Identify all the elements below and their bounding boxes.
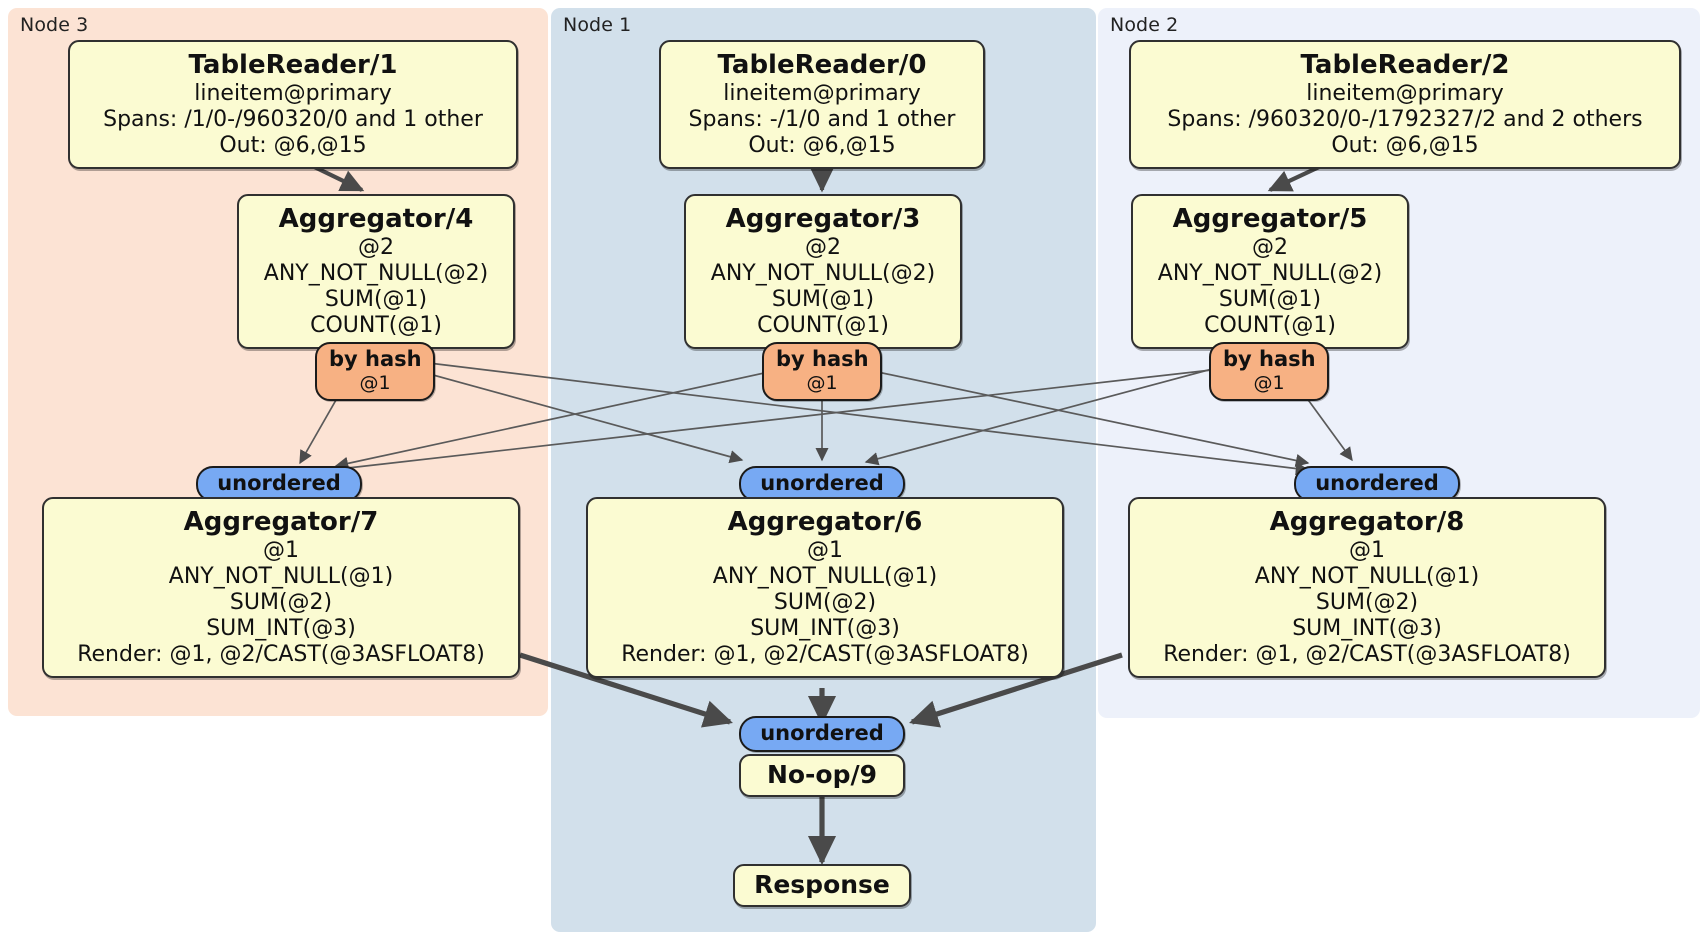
processor-detail: SUM(@2)	[773, 590, 877, 615]
processor-detail: Render: @1, @2/CAST(@3ASFLOAT8)	[621, 642, 1029, 667]
processor-title: Aggregator/5	[1172, 204, 1368, 234]
synchronizer-unordered-right[interactable]: unordered	[1294, 466, 1460, 502]
router-label: by hash	[1223, 347, 1316, 371]
router-by-hash-mid[interactable]: by hash @1	[762, 342, 882, 401]
processor-detail: lineitem@primary	[194, 81, 392, 106]
processor-detail: @1	[263, 538, 299, 563]
processor-aggregator-7[interactable]: Aggregator/7 @1 ANY_NOT_NULL(@1) SUM(@2)…	[42, 497, 520, 678]
processor-detail: @2	[1252, 235, 1288, 260]
processor-detail: Spans: -/1/0 and 1 other	[688, 107, 956, 132]
processor-detail: COUNT(@1)	[1204, 313, 1336, 338]
processor-title: No-op/9	[766, 760, 878, 789]
processor-detail: @2	[805, 235, 841, 260]
processor-detail: ANY_NOT_NULL(@2)	[1157, 261, 1383, 286]
processor-detail: COUNT(@1)	[757, 313, 889, 338]
processor-title: TableReader/0	[717, 50, 927, 80]
processor-detail: COUNT(@1)	[310, 313, 442, 338]
synchronizer-label: unordered	[760, 721, 884, 745]
router-by-hash-right[interactable]: by hash @1	[1209, 342, 1329, 401]
processor-aggregator-8[interactable]: Aggregator/8 @1 ANY_NOT_NULL(@1) SUM(@2)…	[1128, 497, 1606, 678]
processor-aggregator-3[interactable]: Aggregator/3 @2 ANY_NOT_NULL(@2) SUM(@1)…	[684, 194, 962, 349]
router-label: by hash	[329, 347, 422, 371]
processor-aggregator-5[interactable]: Aggregator/5 @2 ANY_NOT_NULL(@2) SUM(@1)…	[1131, 194, 1409, 349]
node-panel-label-node1: Node 1	[563, 14, 632, 36]
processor-detail: lineitem@primary	[1306, 81, 1504, 106]
synchronizer-unordered-final[interactable]: unordered	[739, 716, 905, 752]
synchronizer-label: unordered	[760, 471, 884, 495]
processor-detail: lineitem@primary	[723, 81, 921, 106]
processor-detail: SUM_INT(@3)	[206, 616, 356, 641]
processor-detail: Spans: /960320/0-/1792327/2 and 2 others	[1167, 107, 1643, 132]
processor-title: TableReader/1	[188, 50, 398, 80]
processor-detail: Out: @6,@15	[219, 133, 367, 158]
processor-detail: Spans: /1/0-/960320/0 and 1 other	[103, 107, 483, 132]
processor-no-op-9[interactable]: No-op/9	[739, 754, 905, 797]
router-label: by hash	[776, 347, 869, 371]
router-sublabel: @1	[359, 372, 391, 394]
processor-aggregator-6[interactable]: Aggregator/6 @1 ANY_NOT_NULL(@1) SUM(@2)…	[586, 497, 1064, 678]
processor-detail: SUM(@1)	[324, 287, 428, 312]
processor-title: TableReader/2	[1300, 50, 1510, 80]
synchronizer-unordered-left[interactable]: unordered	[196, 466, 362, 502]
router-sublabel: @1	[1253, 372, 1285, 394]
processor-detail: ANY_NOT_NULL(@1)	[168, 564, 394, 589]
router-sublabel: @1	[806, 372, 838, 394]
processor-detail: ANY_NOT_NULL(@2)	[710, 261, 936, 286]
processor-title: Aggregator/7	[183, 507, 379, 537]
processor-detail: @2	[358, 235, 394, 260]
node-panel-label-node3: Node 3	[20, 14, 89, 36]
processor-table-reader-1[interactable]: TableReader/1 lineitem@primary Spans: /1…	[68, 40, 518, 169]
processor-detail: ANY_NOT_NULL(@2)	[263, 261, 489, 286]
processor-detail: Render: @1, @2/CAST(@3ASFLOAT8)	[77, 642, 485, 667]
node-panel-label-node2: Node 2	[1110, 14, 1179, 36]
processor-detail: SUM_INT(@3)	[1292, 616, 1442, 641]
router-by-hash-left[interactable]: by hash @1	[315, 342, 435, 401]
processor-detail: SUM(@2)	[1315, 590, 1419, 615]
processor-aggregator-4[interactable]: Aggregator/4 @2 ANY_NOT_NULL(@2) SUM(@1)…	[237, 194, 515, 349]
processor-title: Aggregator/8	[1269, 507, 1465, 537]
processor-detail: SUM(@1)	[1218, 287, 1322, 312]
processor-title: Response	[754, 870, 890, 899]
processor-response[interactable]: Response	[733, 864, 911, 907]
processor-detail: ANY_NOT_NULL(@1)	[712, 564, 938, 589]
processor-table-reader-0[interactable]: TableReader/0 lineitem@primary Spans: -/…	[659, 40, 985, 169]
processor-title: Aggregator/3	[725, 204, 921, 234]
processor-table-reader-2[interactable]: TableReader/2 lineitem@primary Spans: /9…	[1129, 40, 1681, 169]
synchronizer-label: unordered	[217, 471, 341, 495]
processor-title: Aggregator/4	[278, 204, 474, 234]
synchronizer-label: unordered	[1315, 471, 1439, 495]
processor-detail: Render: @1, @2/CAST(@3ASFLOAT8)	[1163, 642, 1571, 667]
processor-detail: @1	[807, 538, 843, 563]
processor-detail: ANY_NOT_NULL(@1)	[1254, 564, 1480, 589]
processor-detail: @1	[1349, 538, 1385, 563]
processor-detail: SUM_INT(@3)	[750, 616, 900, 641]
processor-title: Aggregator/6	[727, 507, 923, 537]
processor-detail: SUM(@2)	[229, 590, 333, 615]
processor-detail: SUM(@1)	[771, 287, 875, 312]
processor-detail: Out: @6,@15	[748, 133, 896, 158]
processor-detail: Out: @6,@15	[1331, 133, 1479, 158]
